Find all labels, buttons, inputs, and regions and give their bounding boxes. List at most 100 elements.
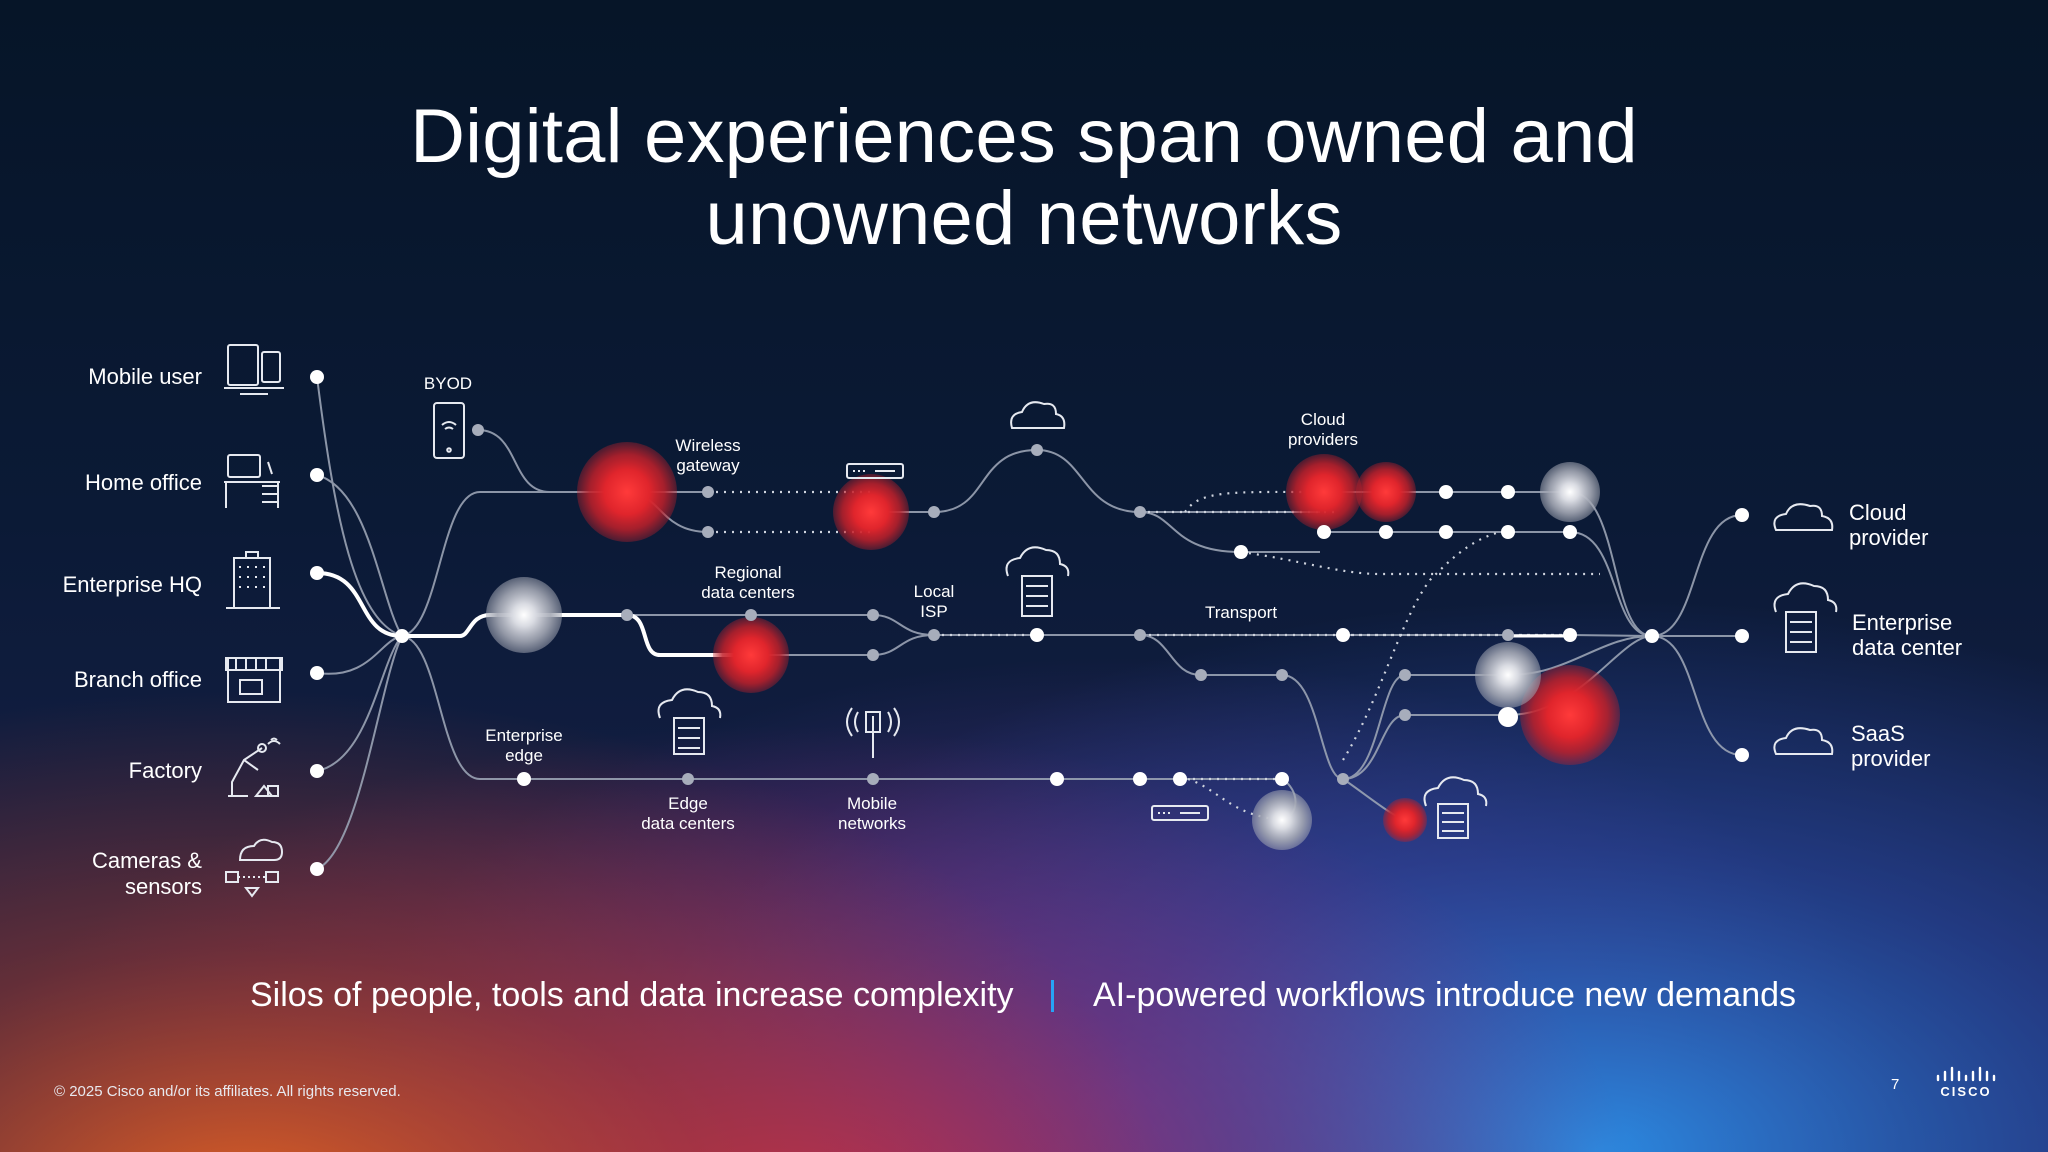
label-cloud-providers-line-2: providers <box>1288 430 1358 449</box>
lower-dot <box>1502 629 1514 641</box>
hotspot-gray <box>1540 462 1600 522</box>
cloud-dot <box>1501 525 1515 539</box>
edge-dot <box>682 773 694 785</box>
destination-cloud-provider-line-2: provider <box>1849 525 1929 550</box>
highlighted-path <box>316 571 751 657</box>
label-mobile-networks-line-2: networks <box>837 814 907 833</box>
router-icon <box>1151 805 1209 821</box>
phone-icon <box>433 402 465 459</box>
transport-dot <box>1276 669 1288 681</box>
destination-enterprise-dc-line-1: Enterprise <box>1852 610 1953 635</box>
cloud-dot <box>1379 525 1393 539</box>
mobile-dot <box>1173 772 1187 786</box>
hotspot-gray <box>1252 790 1312 850</box>
label-wireless-gateway-line-2: gateway <box>676 456 740 475</box>
source-dot <box>310 666 324 680</box>
cloud-icon <box>1773 727 1834 755</box>
office-building-icon <box>226 551 280 609</box>
dest-dot <box>1735 629 1749 643</box>
slide-title: Digital experiences span owned and unown… <box>0 96 2048 260</box>
source-dot <box>310 468 324 482</box>
label-cloud-providers: Cloud providers <box>1288 410 1358 450</box>
iot-sensors-icon <box>225 838 284 898</box>
node-dots <box>310 370 1749 876</box>
cloud-server-icon <box>1773 582 1838 653</box>
label-cloud-providers-line-1: Cloud <box>1300 410 1346 429</box>
label-edge-dc-line-1: Edge <box>668 794 708 813</box>
cloud-server-icon <box>657 688 722 755</box>
source-enterprise-hq: Enterprise HQ <box>62 572 202 597</box>
hub-dot <box>1645 629 1659 643</box>
cloud-dot <box>1439 485 1453 499</box>
title-line-2: unowned networks <box>705 176 1343 261</box>
enterprise-edge-dot <box>517 772 531 786</box>
cisco-wordmark: CISCO <box>1940 1084 1992 1099</box>
tagline-left: Silos of people, tools and data increase… <box>250 976 1014 1014</box>
hotspot-gray <box>486 577 562 653</box>
regional-dot <box>867 649 879 661</box>
label-wireless-gateway: Wireless gateway <box>675 436 740 476</box>
cloud-dot <box>1134 506 1146 518</box>
gateway-dot <box>928 506 940 518</box>
label-regional-line-1: Regional <box>714 563 782 582</box>
dest-dot <box>1735 508 1749 522</box>
destination-cloud-provider-line-1: Cloud <box>1849 500 1907 525</box>
cloud-icon <box>1010 401 1066 429</box>
transport-dot <box>1134 629 1146 641</box>
byod-dot <box>472 424 484 436</box>
source-mobile-user: Mobile user <box>88 364 202 389</box>
issue-hotspots <box>486 442 1620 850</box>
regional-dot <box>745 609 757 621</box>
tagline-right: AI-powered workflows introduce new deman… <box>1093 976 1797 1014</box>
cloud-icon <box>1773 503 1834 531</box>
destination-saas-provider: SaaS provider <box>1851 721 1930 771</box>
cell-tower-icon <box>846 707 900 758</box>
destination-enterprise-data-center: Enterprise data center <box>1852 610 1962 660</box>
label-mobile-networks-line-1: Mobile <box>846 794 898 813</box>
transport-dot <box>1563 628 1577 642</box>
label-wireless-gateway-line-1: Wireless <box>675 436 741 455</box>
label-transport: Transport <box>1204 603 1278 622</box>
mobile-dot <box>1050 772 1064 786</box>
label-regional-data-centers: Regional data centers <box>701 563 795 603</box>
label-mobile-networks: Mobile networks <box>838 794 906 834</box>
cloud-dot <box>1031 444 1043 456</box>
title-line-1: Digital experiences span owned and <box>410 94 1638 179</box>
transport-dot <box>1336 628 1350 642</box>
cloud-dot <box>1234 545 1248 559</box>
source-factory: Factory <box>128 758 202 783</box>
regional-dot <box>867 609 879 621</box>
lower-dot <box>1399 669 1411 681</box>
hotspot-red <box>713 617 789 693</box>
hotspot-red <box>1286 454 1362 530</box>
tagline-divider <box>1051 980 1054 1012</box>
cisco-logo: CISCO <box>1934 1066 1998 1107</box>
lower-dot <box>1498 707 1518 727</box>
cloud-server-icon <box>1423 776 1488 839</box>
source-dot <box>310 764 324 778</box>
storefront-icon <box>225 657 283 703</box>
hotspot-red <box>577 442 677 542</box>
lower-dot <box>1399 709 1411 721</box>
source-home-office: Home office <box>85 470 202 495</box>
mobile-dot <box>1133 772 1147 786</box>
transport-dot <box>1195 669 1207 681</box>
source-cameras-line-1: Cameras & <box>91 848 202 873</box>
cloud-dot <box>1439 525 1453 539</box>
label-regional-line-2: data centers <box>701 583 795 602</box>
cisco-bars-icon <box>1936 1066 1996 1082</box>
hotspot-red <box>1520 665 1620 765</box>
source-dot <box>310 862 324 876</box>
gateway-dot <box>702 486 714 498</box>
router-icon <box>846 463 904 479</box>
isp-dot <box>928 629 940 641</box>
label-local-isp-line-1: Local <box>913 582 955 601</box>
mobile-dot <box>867 773 879 785</box>
destination-saas-line-1: SaaS <box>1851 721 1905 746</box>
label-local-isp-line-2: ISP <box>920 602 948 621</box>
cloud-dot <box>1563 525 1577 539</box>
page-number: 7 <box>1891 1076 1900 1093</box>
destination-enterprise-dc-line-2: data center <box>1852 635 1963 660</box>
cloud-server-icon <box>1005 546 1070 617</box>
